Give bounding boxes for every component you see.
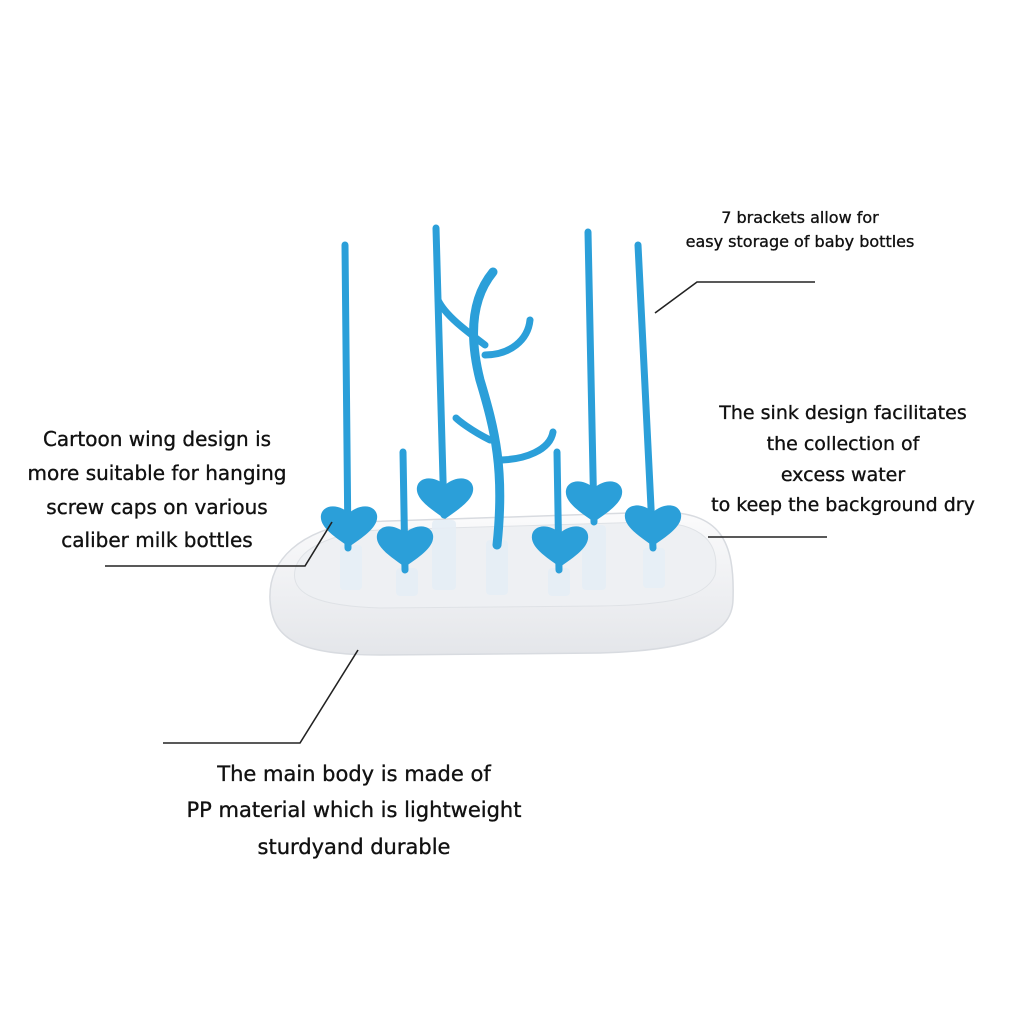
brackets [341, 224, 657, 574]
caption-sink: The sink design facilitates the collecti… [690, 402, 996, 532]
leader-line-brackets [654, 281, 815, 314]
caption-body: The main body is made of PP material whi… [140, 762, 568, 872]
leader-line-body [163, 649, 359, 744]
caption-line: The sink design facilitates [719, 402, 967, 424]
caption-line: easy storage of baby bottles [685, 232, 915, 251]
caption-brackets: 7 brackets allow for easy storage of bab… [650, 208, 950, 268]
caption-line: the collection of [766, 433, 920, 455]
caption-wings: Cartoon wing design is more suitable for… [0, 427, 314, 567]
caption-line: Cartoon wing design is [42, 427, 272, 451]
caption-line: to keep the background dry [711, 494, 975, 516]
caption-line: excess water [780, 464, 906, 486]
caption-line: The main body is made of [217, 762, 491, 786]
caption-line: 7 brackets allow for [721, 208, 879, 227]
caption-line: sturdyand durable [257, 835, 451, 859]
leader-line-wings [105, 521, 333, 567]
caption-line: screw caps on various [46, 495, 268, 519]
caption-line: caliber milk bottles [61, 528, 253, 552]
caption-line: PP material which is lightweight [186, 798, 522, 822]
caption-line: more suitable for hanging [27, 461, 287, 485]
